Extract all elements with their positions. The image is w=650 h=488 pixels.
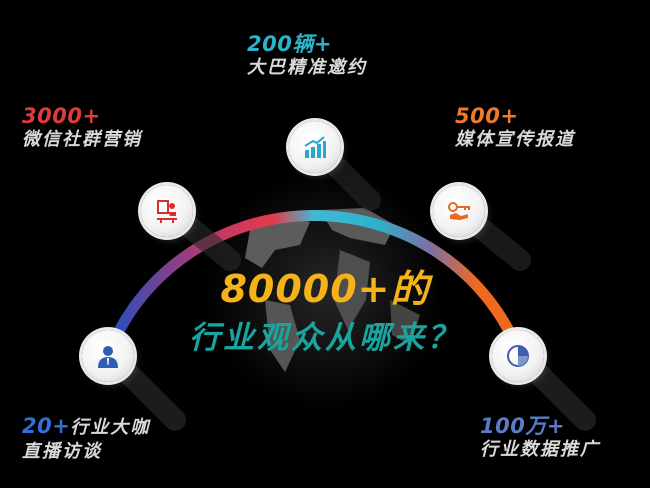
bar-chart-icon: [304, 136, 326, 158]
node-bar-chart: [289, 121, 341, 173]
channel-value: 200辆+: [247, 32, 332, 56]
pie-chart-icon: [507, 345, 529, 367]
node-person: [82, 330, 134, 382]
person-icon: [98, 346, 118, 368]
channel-label: 大巴精准邀约: [247, 57, 367, 78]
channel-top: 200辆+ 大巴精准邀约: [247, 32, 367, 80]
channel-label: 微信社群营销: [22, 129, 142, 150]
node-desk: [141, 185, 193, 237]
channel-lower-left: 20+行业大咖 直播访谈: [22, 414, 150, 464]
channel-value: 500+: [455, 104, 519, 128]
channel-label: 行业数据推广: [480, 439, 600, 460]
channel-label: 媒体宣传报道: [455, 129, 575, 150]
channel-value: 20+: [22, 414, 71, 438]
channel-upper-left: 3000+ 微信社群营销: [22, 104, 142, 152]
headline-number: 80000+的: [220, 267, 430, 311]
channel-value: 100万+: [480, 414, 565, 438]
headline-question: 行业观众从哪来？: [189, 320, 461, 356]
channel-value: 3000+: [22, 104, 101, 128]
channel-upper-right: 500+ 媒体宣传报道: [455, 104, 575, 152]
node-pie-chart: [492, 330, 544, 382]
channel-label: 直播访谈: [22, 441, 102, 462]
node-key: [433, 185, 485, 237]
key-icon: [448, 202, 470, 220]
channel-lower-right: 100万+ 行业数据推广: [480, 414, 600, 462]
channel-label-inline: 行业大咖: [70, 417, 151, 438]
desk-icon: [157, 200, 177, 223]
